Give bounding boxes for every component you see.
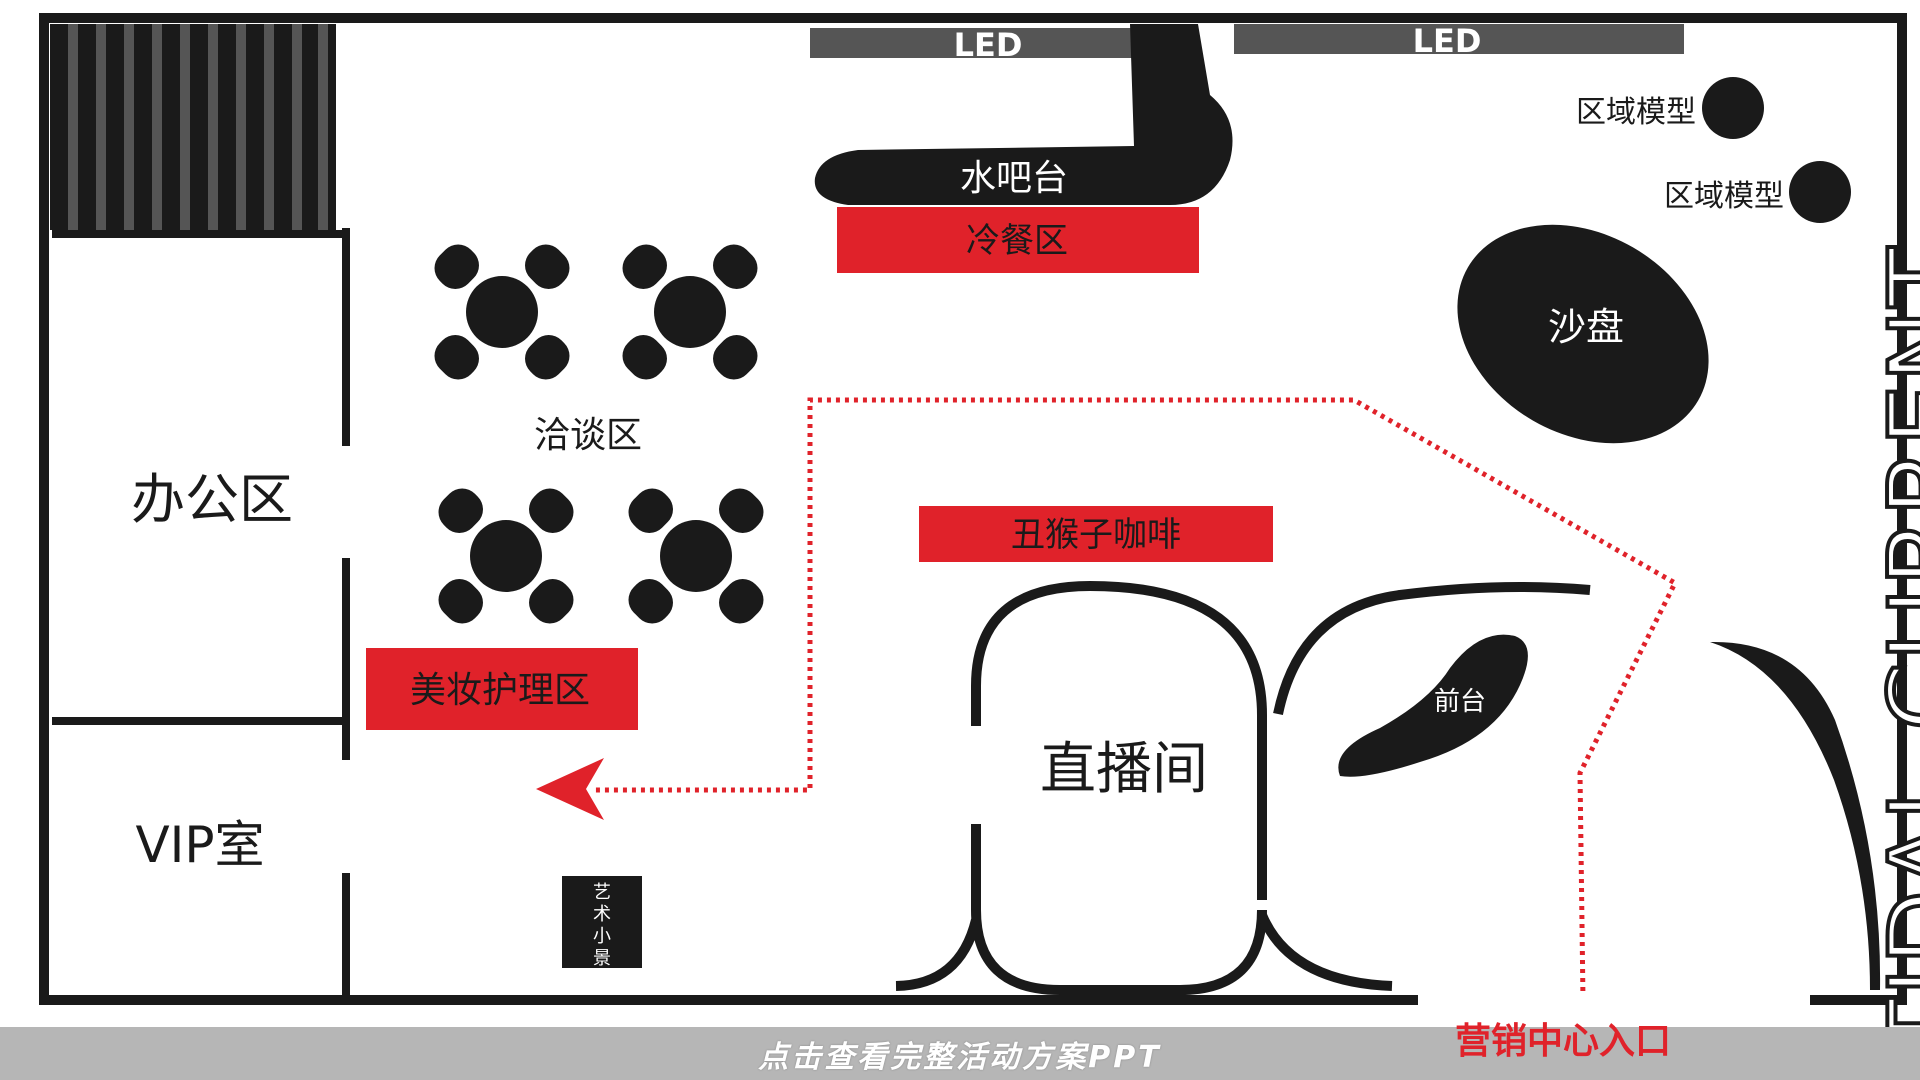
art-scene	[562, 876, 642, 968]
area-model-2-label: 区域模型	[1664, 179, 1784, 214]
coffee-zone	[919, 506, 1273, 562]
sand-table-label: 沙盘	[1548, 305, 1624, 349]
entrance-label: 营销中心入口	[1455, 1021, 1672, 1062]
art-scene-char-2: 术	[593, 904, 611, 925]
led-screen-left: LED	[810, 26, 1135, 64]
beauty-label: 美妆护理区	[410, 670, 590, 711]
entrance-gap	[1418, 992, 1810, 1008]
coffee-label: 丑猴子咖啡	[1011, 515, 1181, 555]
art-scene-char-1: 艺	[593, 882, 611, 903]
front-desk-label: 前台	[1434, 687, 1486, 717]
negotiation-label: 洽谈区	[534, 415, 642, 456]
brand-wordmark: TIDAL CURRENT	[1867, 243, 1920, 1060]
guide-path	[592, 397, 1679, 1001]
art-scene-char-3: 小	[593, 926, 611, 947]
area-model-1-label: 区域模型	[1576, 95, 1696, 130]
office-label: 办公区	[131, 468, 293, 531]
negotiation-table-3	[438, 488, 574, 624]
sand-table	[1457, 224, 1709, 444]
view-full-plan-link[interactable]: 点击查看完整活动方案PPT	[758, 1039, 1162, 1075]
art-scene-char-4: 景	[593, 948, 611, 969]
cold-meal-label: 冷餐区	[966, 221, 1068, 261]
negotiation-table-1	[434, 244, 570, 380]
footer-bar: 点击查看完整活动方案PPT	[0, 1027, 1920, 1080]
water-bar-label: 水吧台	[960, 158, 1068, 199]
vip-label: VIP室	[135, 816, 264, 874]
led-screen-right: LED	[1234, 22, 1684, 60]
water-bar	[814, 24, 1233, 205]
live-room	[895, 580, 1591, 995]
beauty-zone	[366, 648, 638, 730]
guide-arrow-head	[536, 758, 604, 820]
outer-wall	[39, 13, 1907, 1005]
area-model-2: 区域模型	[1664, 161, 1851, 223]
led-right-label: LED	[1413, 22, 1482, 60]
negotiation-table-4	[628, 488, 764, 624]
interior-walls	[52, 228, 350, 996]
cold-meal-zone	[837, 207, 1199, 273]
live-room-label: 直播间	[1040, 737, 1208, 802]
led-left-label: LED	[954, 26, 1023, 64]
negotiation-table-2	[622, 244, 758, 380]
stair-block	[50, 24, 336, 230]
front-desk	[1338, 634, 1528, 777]
area-model-1: 区域模型	[1576, 77, 1764, 139]
entrance-curve	[1710, 641, 1881, 990]
